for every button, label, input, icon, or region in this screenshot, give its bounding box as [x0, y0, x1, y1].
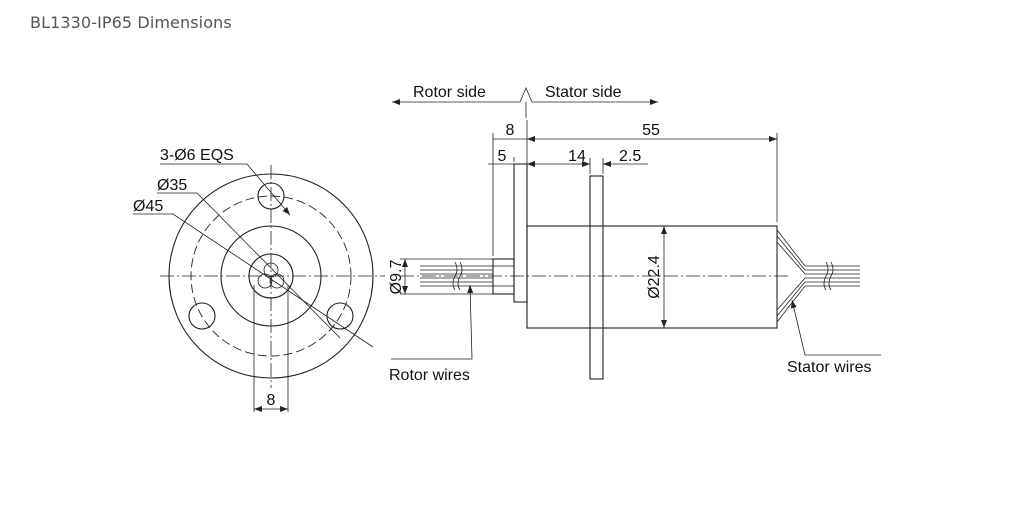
flange-pos-dim-label: 14	[568, 148, 586, 165]
holes-leader	[160, 163, 291, 216]
front-view: 8 3-Ø6 EQS Ø35 Ø45	[133, 147, 385, 412]
body-dia-label: Ø22.4	[646, 255, 663, 299]
outer-flange-circle	[168, 173, 374, 379]
holes-label: 3-Ø6 EQS	[160, 147, 234, 164]
rotor-dim-label: 8	[506, 122, 515, 139]
stator-wire-bundle	[776, 229, 860, 323]
stator-side-label: Stator side	[545, 84, 622, 101]
stator-flange	[589, 175, 604, 380]
body-circle	[220, 225, 322, 327]
stator-wires-leader	[790, 299, 881, 356]
pitch-circle	[190, 195, 352, 357]
rotor-collar	[492, 258, 515, 295]
mounting-hole-left	[188, 302, 216, 330]
rotor-wire-bundle	[420, 261, 493, 291]
flange-thk-dim-label: 2.5	[619, 148, 641, 165]
rotor-wires-leader	[391, 284, 474, 360]
pcd-label: Ø35	[157, 177, 187, 194]
bore-dim-label: 8	[267, 392, 276, 409]
mounting-hole-top	[257, 182, 285, 210]
outer-label: Ø45	[133, 198, 163, 215]
collar-dim-label: 5	[498, 148, 507, 165]
pcd-leader	[157, 192, 341, 339]
bore-circle	[248, 253, 294, 299]
stator-wires-label: Stator wires	[787, 359, 871, 376]
side-divider-peak	[519, 86, 533, 103]
rotor-flange	[513, 163, 528, 303]
side-view: Rotor side Stator side	[388, 84, 881, 384]
total-dim-label: 55	[642, 122, 660, 139]
rotor-side-label: Rotor side	[413, 84, 486, 101]
shaft-dia-label: Ø9.7	[388, 260, 405, 295]
stator-body	[526, 225, 778, 329]
page-title: BL1330-IP65 Dimensions	[30, 13, 232, 32]
outer-leader	[133, 213, 374, 348]
rotor-wires-label: Rotor wires	[389, 367, 470, 384]
